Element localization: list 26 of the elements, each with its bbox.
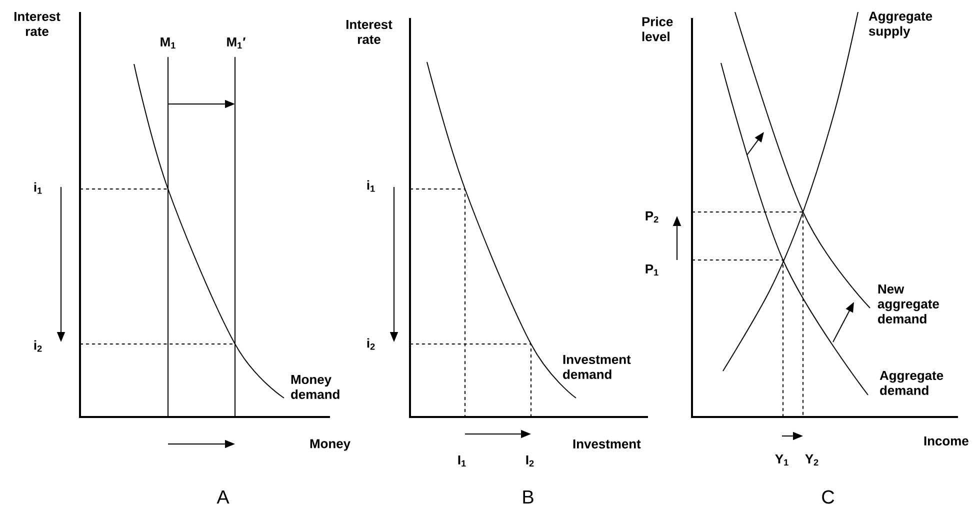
curve-label: M$_{1}$′ bbox=[227, 37, 246, 48]
axis-value: Y$_{2}$ bbox=[805, 454, 818, 466]
curve-label: Money demand bbox=[291, 375, 340, 399]
axis-value: I$_{2}$ bbox=[526, 455, 534, 467]
panel-letter: B bbox=[523, 490, 534, 504]
axis-value: i$_{2}$ bbox=[34, 340, 42, 352]
curve-label: New aggregate demand bbox=[878, 284, 939, 324]
axis-title: Investment bbox=[573, 439, 641, 448]
curve-label: M$_{1}$ bbox=[160, 37, 176, 48]
axis-title: Income bbox=[924, 436, 968, 446]
axis-value: i$_{2}$ bbox=[367, 338, 375, 350]
panel-letter: C bbox=[822, 490, 834, 504]
axis-title: Price level bbox=[642, 16, 673, 42]
curve-label: Investment demand bbox=[563, 355, 631, 379]
axis-title: Interest rate bbox=[346, 20, 392, 44]
panel-letter: A bbox=[216, 490, 230, 504]
axis-value: Y$_{1}$ bbox=[775, 454, 788, 466]
axis-value: I$_{1}$ bbox=[458, 455, 466, 466]
axis-value: i$_{1}$ bbox=[367, 180, 375, 192]
axis-value: i$_{1}$ bbox=[34, 182, 42, 194]
axis-title: Money bbox=[310, 439, 350, 451]
axis-value: P$_{1}$ bbox=[646, 264, 658, 276]
axis-value: P$_{2}$ bbox=[646, 211, 658, 223]
curve-label: Aggregate supply bbox=[868, 12, 932, 38]
axis-title: Interest rate bbox=[14, 12, 60, 36]
curve-label: Aggregate demand bbox=[880, 371, 944, 395]
